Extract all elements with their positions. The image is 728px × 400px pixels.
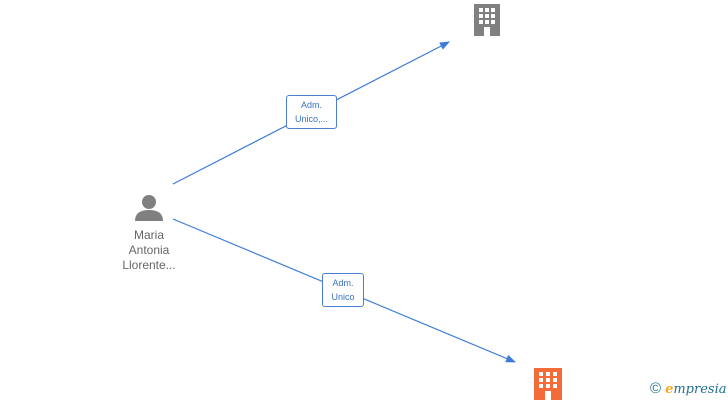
copyright-icon: © <box>650 380 662 397</box>
edge-label-line: Unico,... <box>294 114 328 124</box>
person-icon[interactable] <box>135 195 163 221</box>
edge-label-bottom[interactable]: Adm. Unico <box>322 273 364 307</box>
edge-label-line: Adm. <box>300 100 322 110</box>
building-icon[interactable] <box>474 4 500 36</box>
person-name-line: Llorente... <box>122 258 176 272</box>
brand-logo-text: mpresia <box>673 382 727 397</box>
person-name[interactable]: Maria Antonia Llorente... <box>104 228 194 273</box>
person-name-line: Antonia <box>128 243 170 257</box>
edge-label-line: Unico <box>331 292 355 302</box>
brand-logo-letter: e <box>665 382 674 397</box>
person-name-line: Maria <box>133 228 164 242</box>
empresia-watermark: ©empresia <box>650 380 726 397</box>
edge-label-line: Adm. <box>332 278 354 288</box>
edge-label-top[interactable]: Adm. Unico,... <box>286 95 337 129</box>
building-icon[interactable] <box>534 368 562 400</box>
